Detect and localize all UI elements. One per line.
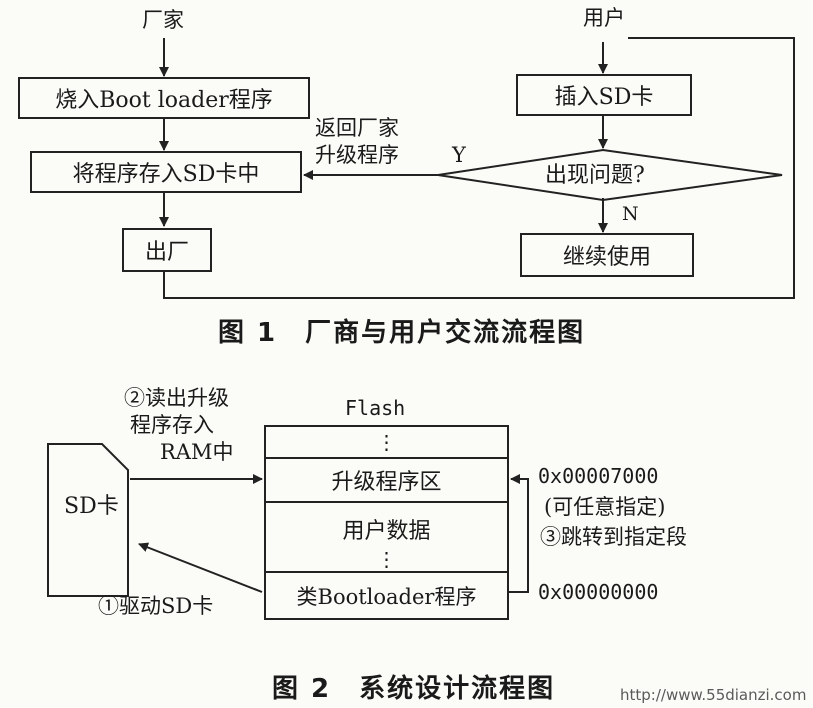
sd-card-shape — [47, 443, 129, 597]
burn-bootloader-label: 烧入Boot loader程序 — [55, 88, 273, 113]
problem-question-label: 出现问题? — [545, 163, 645, 188]
continue-use-box: 继续使用 — [520, 233, 694, 277]
flash-memory-stack: ⋮ 升级程序区 用户数据 ⋮ 类Bootloader程序 — [264, 425, 509, 620]
insert-sd-label: 插入SD卡 — [554, 85, 654, 110]
flash-top-section: ⋮ — [266, 427, 507, 459]
bootloader-label: 类Bootloader程序 — [296, 584, 477, 609]
continue-use-label: 继续使用 — [562, 245, 651, 270]
yes-label: Y — [452, 143, 466, 167]
sd-card-label: SD卡 — [64, 494, 119, 519]
flash-top-dots: ⋮ — [376, 430, 397, 454]
figure2-caption: 图 2 系统设计流程图 — [272, 674, 556, 704]
upgrade-area-label: 升级程序区 — [331, 470, 442, 495]
watermark-text: http://www.55dianzi.com — [620, 686, 807, 704]
return-label-line1: 返回厂家 — [315, 116, 399, 140]
decision-diamond — [437, 148, 783, 202]
flash-title: Flash — [345, 396, 406, 420]
store-to-sd-box: 将程序存入SD卡中 — [30, 151, 302, 193]
loop-line — [163, 37, 795, 299]
burn-bootloader-box: 烧入Boot loader程序 — [18, 77, 310, 119]
upgrade-area-section: 升级程序区 — [266, 459, 507, 503]
address-note: (可任意指定) — [544, 495, 666, 519]
step2-line2: 程序存入 — [130, 413, 214, 437]
out-of-factory-box: 出厂 — [122, 228, 212, 272]
step2-line3: RAM中 — [160, 440, 234, 464]
arrow-boot-to-sd — [138, 542, 263, 593]
arrow-jump-to-upgrade — [509, 474, 529, 593]
user-data-section: 用户数据 ⋮ — [266, 503, 507, 573]
address-zero: 0x00000000 — [538, 580, 659, 604]
bootloader-section: 类Bootloader程序 — [266, 573, 507, 618]
out-of-factory-label: 出厂 — [144, 240, 189, 265]
user-data-dots: ⋮ — [376, 547, 397, 571]
insert-sd-box: 插入SD卡 — [516, 74, 692, 116]
address-upgrade: 0x00007000 — [538, 464, 659, 488]
no-label: N — [622, 203, 639, 225]
store-to-sd-label: 将程序存入SD卡中 — [72, 162, 260, 187]
return-label-line2: 升级程序 — [315, 143, 399, 167]
user-label: 用户 — [583, 6, 625, 30]
user-data-label: 用户数据 — [342, 519, 431, 544]
figure1-caption: 图 1 厂商与用户交流流程图 — [218, 318, 586, 348]
step2-line1: ②读出升级 — [124, 386, 229, 410]
step1-label: ①驱动SD卡 — [98, 594, 214, 618]
step3-label: ③跳转到指定段 — [540, 525, 687, 549]
factory-label: 厂家 — [142, 8, 184, 32]
